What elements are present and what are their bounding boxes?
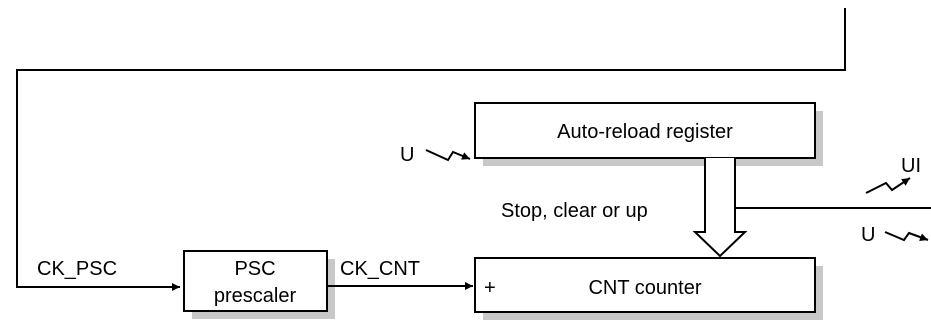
auto-reload-register-block: Auto-reload register: [474, 102, 823, 166]
cnt-counter-label: CNT counter: [588, 277, 701, 299]
ui-interrupt-label: UI: [901, 155, 921, 177]
auto-reload-register-label: Auto-reload register: [557, 121, 733, 143]
psc-prescaler-block: PSC prescaler: [183, 250, 335, 319]
cnt-counter-plus: +: [484, 277, 496, 299]
u-event-right-squiggle: [884, 231, 929, 242]
stop-clear-up-label: Stop, clear or up: [501, 200, 648, 222]
reload-transfer-arrow: [692, 158, 748, 258]
feedback-wire: [16, 8, 846, 291]
ck-cnt-label: CK_CNT: [340, 258, 420, 280]
ck-psc-label: CK_PSC: [37, 258, 117, 280]
ui-interrupt-squiggle: [865, 177, 911, 194]
psc-label-line1: PSC: [234, 258, 275, 280]
cnt-counter-box: [474, 257, 816, 313]
u-event-left-squiggle: [425, 149, 471, 162]
psc-prescaler-box: [183, 250, 328, 312]
u-event-left-label: U: [400, 144, 414, 166]
cnt-counter-block: + CNT counter: [474, 257, 823, 320]
auto-reload-register-box: [474, 102, 816, 159]
psc-label-line2: prescaler: [214, 285, 297, 307]
u-event-right-label: U: [861, 224, 875, 246]
